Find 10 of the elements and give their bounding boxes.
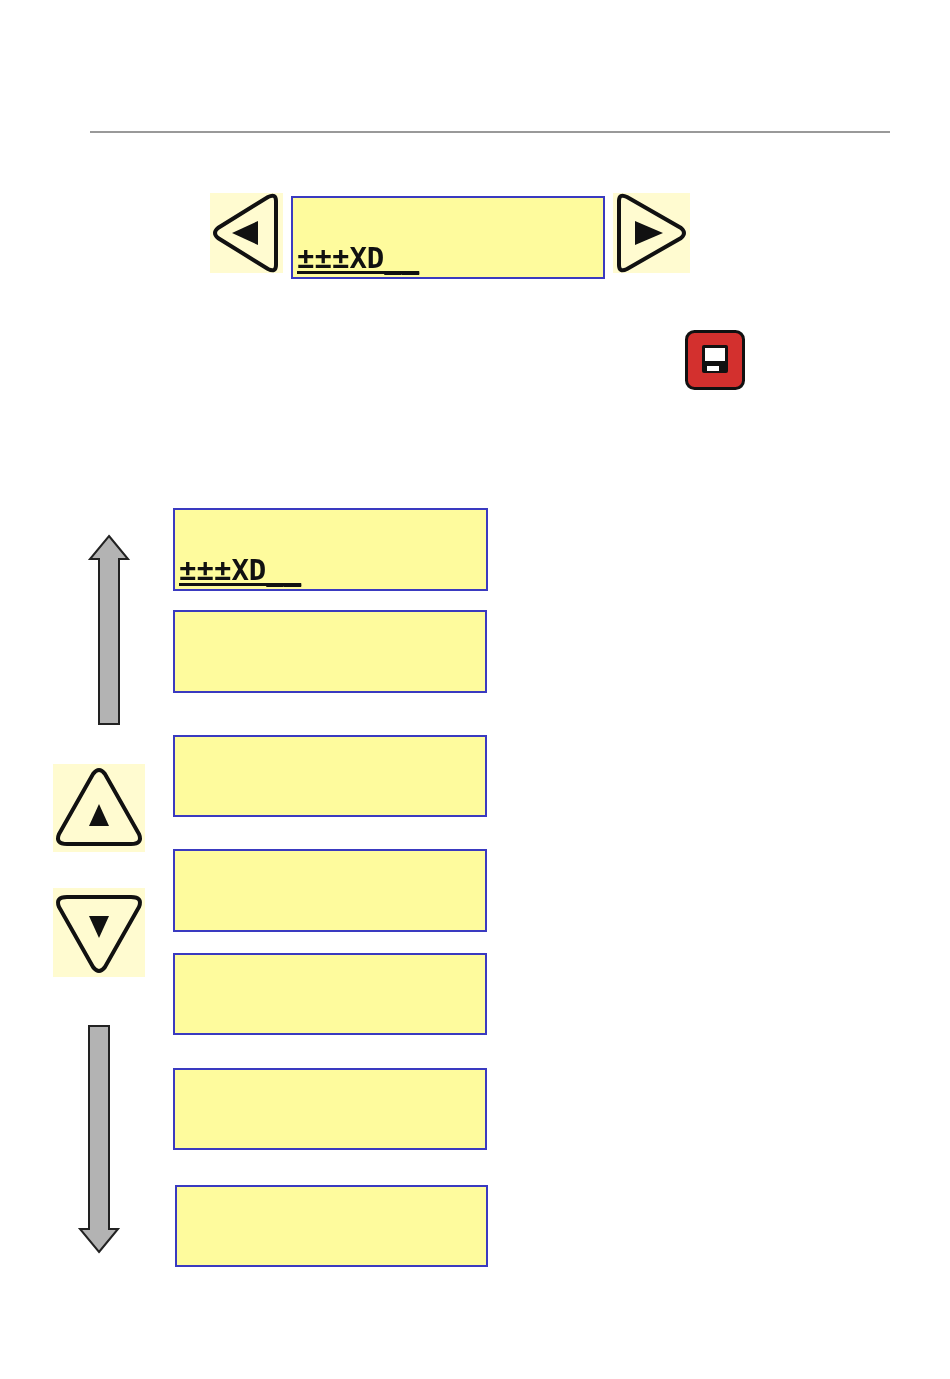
display-readout: ±±±XD__ <box>179 555 302 585</box>
lcd-display-screen <box>173 1068 487 1150</box>
lcd-display-screen <box>173 610 487 693</box>
lcd-display-screen <box>173 508 488 591</box>
lcd-display-screen <box>173 735 487 817</box>
display-readout: ±±±XD__ <box>297 243 420 273</box>
lcd-display-screen <box>291 196 605 279</box>
lcd-display-screen <box>173 849 487 932</box>
lcd-display-screen <box>175 1185 488 1267</box>
lcd-display-screen <box>173 953 487 1035</box>
